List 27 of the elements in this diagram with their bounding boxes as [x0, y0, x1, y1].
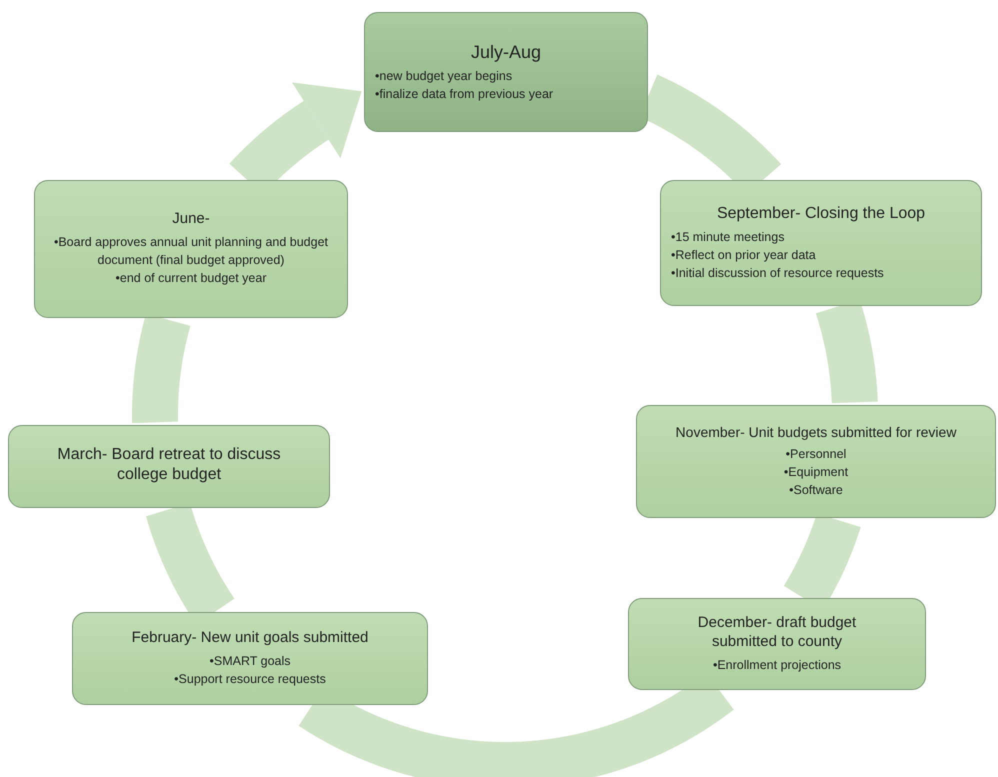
- box-heading: November- Unit budgets submitted for review: [676, 424, 956, 442]
- bullet-item: •Board approves annual unit planning and budget document (final budget approved): [52, 234, 330, 270]
- process-box: [364, 12, 648, 132]
- bullet-item: •new budget year begins: [375, 68, 514, 86]
- bullet-item: •Personnel: [784, 446, 848, 464]
- bullet-item: •Support resource requests: [173, 670, 327, 688]
- process-box: [34, 180, 348, 318]
- bullet-item: •SMART goals: [208, 652, 292, 670]
- process-box: [72, 612, 428, 705]
- box-heading: December- draft budget submitted to county: [696, 614, 858, 652]
- box-heading: June-: [172, 210, 210, 230]
- process-box: [8, 425, 330, 508]
- bullet-item: •Initial discussion of resource requests: [671, 265, 885, 282]
- box-heading: March- Board retreat to discuss college budget: [56, 444, 282, 484]
- bullet-item: •Reflect on prior year data: [671, 246, 817, 264]
- box-heading: February- New unit goals submitted: [132, 629, 368, 648]
- process-box: [660, 180, 982, 306]
- bullet-item: •Equipment: [782, 464, 850, 482]
- box-heading: September- Closing the Loop: [716, 204, 926, 224]
- bullet-item: •15 minute meetings: [671, 228, 786, 246]
- bullet-item: •Software: [788, 482, 844, 500]
- bullet-item: •Enrollment projections: [712, 656, 842, 674]
- box-heading: July-Aug: [470, 40, 542, 64]
- process-box: [636, 405, 996, 518]
- bullet-item: •end of current budget year: [114, 270, 268, 288]
- bullet-item: •finalize data from previous year: [375, 86, 554, 104]
- process-box: [628, 598, 926, 690]
